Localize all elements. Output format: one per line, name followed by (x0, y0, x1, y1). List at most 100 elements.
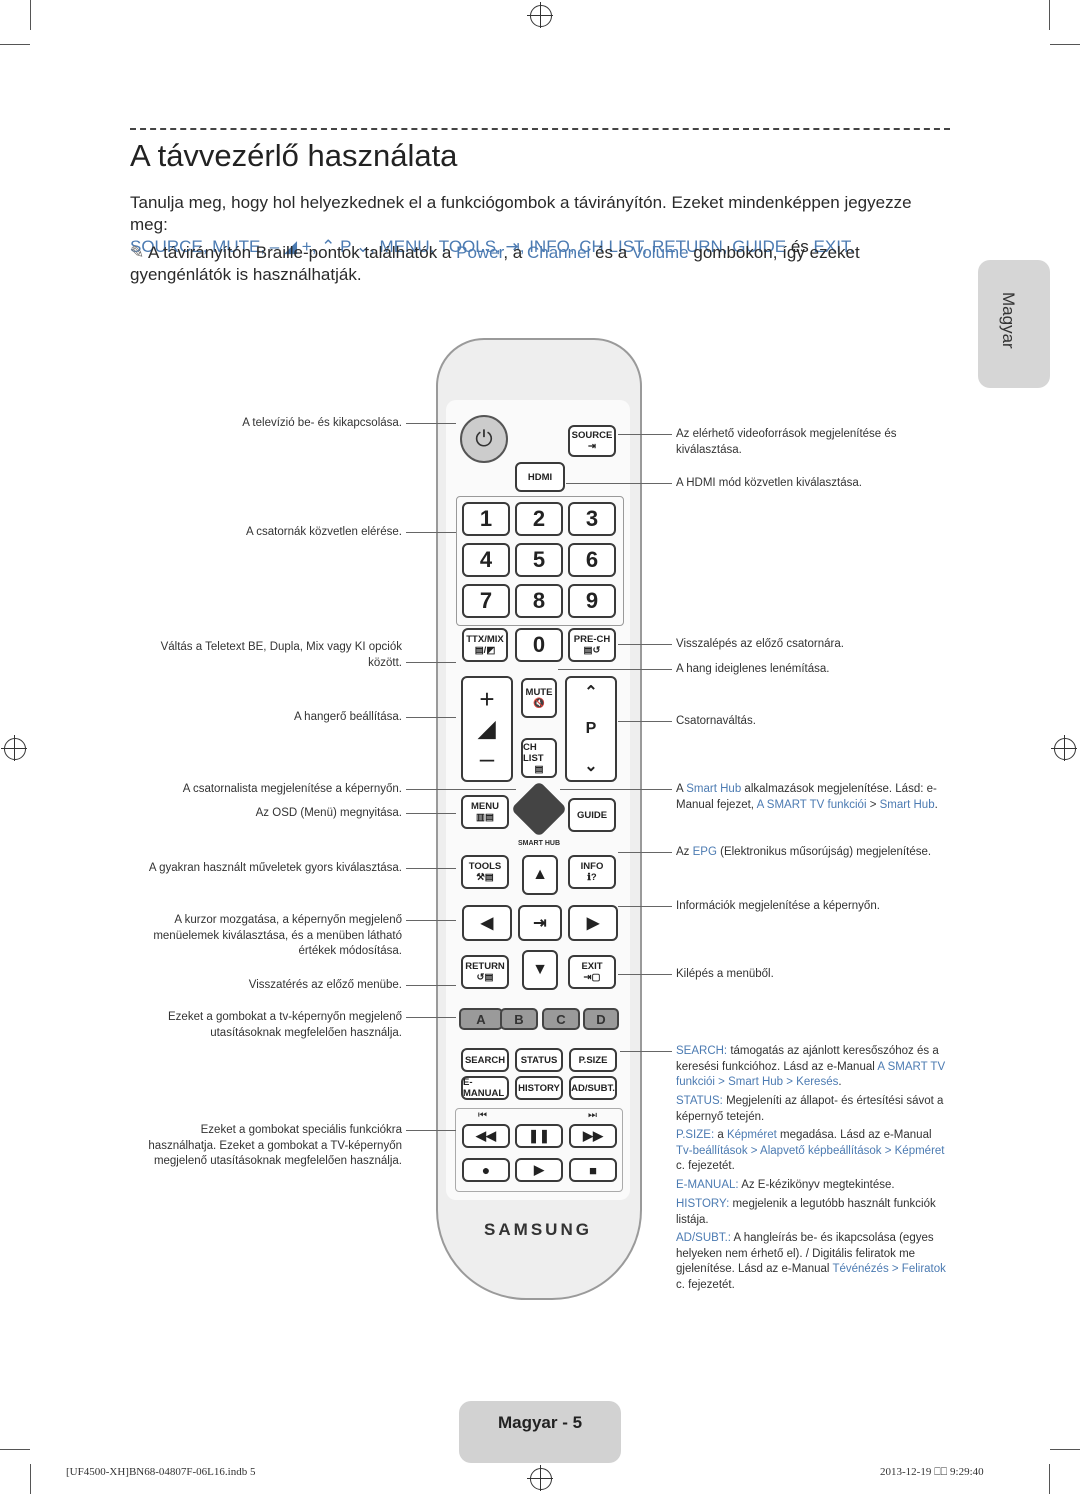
digit-9-button[interactable]: 9 (568, 584, 616, 618)
smarthub-key: Smart Hub (686, 783, 742, 795)
label-hdmi: A HDMI mód közvetlen kiválasztása. (676, 477, 862, 489)
title-divider (130, 128, 950, 130)
label-emanual: E-MANUAL: Az E-kézikönyv megtekintése. (676, 1178, 951, 1194)
digit-1-button[interactable]: 1 (462, 502, 510, 536)
note-text-d: gombokon, így ezeket gyengénlátók is has… (130, 243, 860, 284)
ttx-mix-label: TTX/MIX (466, 634, 504, 645)
braille-note: ✎ A távirányítón Braille-pontok találhat… (130, 242, 950, 286)
guide-key: EPG (692, 846, 717, 858)
psize-text2: megadása. Lásd az e-Manual (780, 1129, 932, 1141)
smart-hub-label: SMART HUB (518, 840, 560, 847)
volume-rocker[interactable]: + ◢ – (461, 676, 513, 782)
ad-subt-button[interactable]: AD/SUBT. (569, 1076, 617, 1100)
intro-keys: SOURCE, MUTE, – ◢ +, ⌃ P ⌄, MENU, TOOLS,… (130, 237, 787, 256)
color-c-button[interactable]: C (542, 1008, 580, 1030)
registration-mark-left (1, 735, 27, 761)
label-channels: A csatornák közvetlen elérése. (246, 526, 402, 538)
up-arrow-button[interactable]: ▲ (522, 855, 558, 895)
e-manual-button[interactable]: E-MANUAL (461, 1076, 509, 1100)
note-text-b: , a (503, 243, 523, 262)
label-chlist: A csatornalista megjelenítése a képernyő… (182, 783, 402, 795)
pause-button[interactable]: ❚❚ (515, 1124, 563, 1148)
note-channel: Channel (527, 243, 591, 262)
record-button[interactable]: ● (462, 1158, 510, 1182)
label-status: STATUS: Megjeleníti az állapot- és értes… (676, 1094, 951, 1125)
color-b-button[interactable]: B (500, 1008, 538, 1030)
label-tools: A gyakran használt műveletek gyors kivál… (148, 862, 402, 874)
note-text-a: A távirányítón Braille-pontok találhatók… (148, 243, 452, 262)
smarthub-key2: A SMART TV funkciói (756, 798, 867, 811)
pre-ch-button[interactable]: PRE-CH ▤↺ (568, 628, 616, 662)
pencil-icon: ✎ (130, 243, 149, 262)
right-arrow-button[interactable]: ▶ (568, 905, 618, 941)
search-text: támogatás az ajánlott keresőszóhoz és a … (676, 1045, 939, 1073)
smarthub-sep: > (869, 798, 877, 811)
enter-button[interactable]: ⇥ (518, 905, 562, 941)
digit-4-button[interactable]: 4 (462, 543, 510, 577)
history-key: HISTORY: (676, 1198, 730, 1210)
left-arrow-button[interactable]: ◀ (462, 905, 512, 941)
page-number-tab: Magyar - 5 (459, 1401, 621, 1463)
label-history: HISTORY: megjelenik a legutóbb használt … (676, 1197, 951, 1228)
emanual-key: E-MANUAL: (676, 1179, 739, 1191)
psize-text3: c. fejezetét. (676, 1160, 735, 1172)
language-side-tab: Magyar (978, 260, 1050, 388)
digit-0-button[interactable]: 0 (515, 628, 563, 662)
info-button[interactable]: INFO ℹ? (568, 855, 616, 889)
mute-button[interactable]: MUTE 🔇 (521, 678, 557, 718)
mute-icon: 🔇 (533, 698, 545, 709)
p-size-button[interactable]: P.SIZE (569, 1048, 617, 1072)
exit-icon: ⇥▢ (583, 972, 601, 983)
note-volume: Volume (631, 243, 689, 262)
next-track-icon: ⏭ (588, 1110, 597, 1121)
psize-key3: Tv-beállítások > Alapvető képbeállítások… (676, 1144, 945, 1157)
return-button[interactable]: RETURN ↺▤ (461, 955, 509, 989)
channel-rocker[interactable]: ⌃ P ⌄ (565, 676, 617, 782)
input-icon: ⇥ (588, 441, 596, 452)
pre-ch-icon: ▤↺ (583, 645, 601, 656)
intro-and: és (790, 237, 809, 256)
volume-down-icon: – (479, 743, 495, 773)
label-smarthub: A Smart Hub alkalmazások megjelenítése. … (676, 782, 946, 813)
hdmi-button[interactable]: HDMI (515, 462, 565, 492)
psize-key: P.SIZE: (676, 1129, 715, 1141)
status-button[interactable]: STATUS (515, 1048, 563, 1072)
intro-paragraph: Tanulja meg, hogy hol helyezkednek el a … (130, 192, 950, 258)
digit-8-button[interactable]: 8 (515, 584, 563, 618)
guide-button[interactable]: GUIDE (568, 798, 616, 832)
previous-track-icon: ⏮ (478, 1110, 487, 1121)
status-key: STATUS: (676, 1095, 723, 1107)
digit-3-button[interactable]: 3 (568, 502, 616, 536)
stop-button[interactable]: ■ (569, 1158, 617, 1182)
fast-forward-button[interactable]: ▶▶ (569, 1124, 617, 1148)
footer-date-info: 2013-12-19 ⎕⎕ 9:29:40 (880, 1466, 984, 1478)
search-button[interactable]: SEARCH (461, 1048, 509, 1072)
guide-a: Az (676, 846, 690, 858)
digit-5-button[interactable]: 5 (515, 543, 563, 577)
ttx-mix-button[interactable]: TTX/MIX ▤/◩ (462, 628, 508, 662)
power-button[interactable]: ⏻ (460, 415, 508, 463)
volume-level-icon: ◢ (478, 716, 496, 741)
rewind-button[interactable]: ◀◀ (462, 1124, 510, 1148)
play-button[interactable]: ▶ (515, 1158, 563, 1182)
color-a-button[interactable]: A (459, 1008, 503, 1030)
search-end: . (838, 1076, 842, 1088)
note-power: Power (456, 243, 504, 262)
ch-list-button[interactable]: CH LIST ▤ (521, 738, 557, 778)
page-number-label: Magyar - 5 (497, 1413, 583, 1432)
label-exit: Kilépés a menüből. (676, 968, 774, 980)
source-button[interactable]: SOURCE ⇥ (568, 425, 616, 457)
label-adsubt: AD/SUBT.: A hangleírás be- és ikapcsolás… (676, 1231, 951, 1293)
ch-list-label: CH LIST (523, 741, 544, 764)
down-arrow-button[interactable]: ▼ (522, 950, 558, 990)
search-key2: A SMART TV funkciói > Smart Hub > Keresé… (676, 1060, 946, 1089)
psize-text: a (717, 1129, 724, 1141)
history-button[interactable]: HISTORY (515, 1076, 563, 1100)
menu-button[interactable]: MENU ▥▤ (461, 795, 509, 829)
digit-2-button[interactable]: 2 (515, 502, 563, 536)
exit-button[interactable]: EXIT ⇥▢ (568, 955, 616, 989)
digit-6-button[interactable]: 6 (568, 543, 616, 577)
tools-button[interactable]: TOOLS ⚒▤ (461, 855, 509, 889)
digit-7-button[interactable]: 7 (462, 584, 510, 618)
color-d-button[interactable]: D (583, 1008, 619, 1030)
